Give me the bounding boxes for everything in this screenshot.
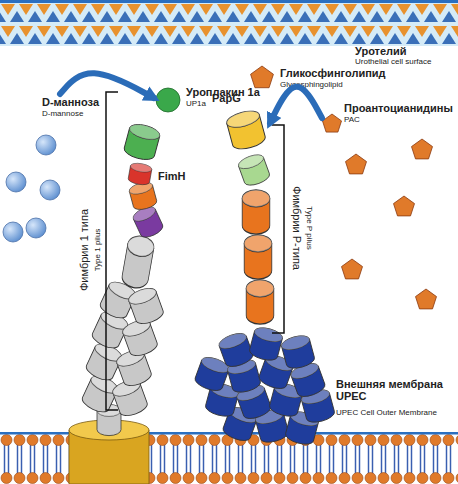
node-title: Проантоцианидины (344, 102, 453, 114)
adaptor-subunit (128, 162, 153, 186)
pilus-label: Фимбрии 1 типа (78, 209, 90, 291)
part-label: Уротелий (355, 45, 407, 57)
node-subtitle: Glycosphingolipid (280, 80, 343, 89)
mannose-molecule (26, 218, 46, 238)
node-title: PapG (212, 92, 241, 104)
blocking-arrow (60, 73, 154, 98)
pentagon-shape (251, 66, 274, 88)
pap-tip-subunit (246, 280, 274, 324)
pac-molecule (416, 289, 437, 309)
mannose-molecule (6, 172, 26, 192)
node-subtitle: UP1a (186, 99, 206, 108)
mannose-molecule (40, 180, 60, 200)
pap-rod-subunit (280, 333, 316, 371)
urothelium-pattern (0, 2, 458, 46)
node-subtitle: PAC (344, 115, 360, 124)
pilin-subunit (127, 285, 166, 327)
part-label: Urothelial cell surface (355, 57, 431, 66)
cylinder-highlight (128, 122, 162, 143)
proanthocyanidin-node: ПроантоцианидиныPAC (322, 100, 458, 136)
cylinder-highlight (225, 108, 261, 130)
part-label: UPEC Cell Outer Membrane (336, 408, 437, 417)
adaptor-subunit (128, 180, 158, 211)
bracket (272, 125, 284, 333)
bracket (106, 92, 118, 410)
node-title: FimH (158, 170, 186, 182)
pap-adaptor-subunit (237, 152, 272, 188)
pac-molecule (394, 196, 415, 216)
pilus-label: Фимбрии Р-типа (291, 186, 303, 270)
papg-adhesin: PapG (210, 92, 270, 154)
urothelium-band (0, 0, 458, 46)
pap-rod-subunit (248, 325, 284, 363)
pilin-subunit (120, 234, 155, 290)
pentagon-shape (322, 114, 341, 132)
fimh-adhesin: FimH (122, 118, 192, 182)
part-label: Внешняя мембрана UPEC (336, 378, 448, 402)
mannose-molecule (3, 222, 23, 242)
cylinder-shape (123, 122, 162, 163)
cylinder-top (128, 122, 162, 143)
cylinder-shape (225, 108, 267, 152)
pap-tip-subunit (244, 235, 272, 279)
node-title: Гликосфинголипид (280, 67, 386, 79)
urothelium-edge (0, 0, 458, 3)
node-subtitle: D-mannose (42, 109, 83, 118)
pap-tip-subunit (242, 190, 270, 234)
mannose-node: D-маннозаD-mannose (20, 94, 100, 158)
node-title: D-манноза (42, 96, 99, 108)
circle-shape (36, 135, 56, 155)
uroplakin-node: Уроплакин 1аUP1a (154, 82, 264, 114)
blocking-arrow (270, 87, 322, 123)
circle-shape (156, 88, 180, 112)
adaptor-subunit (131, 204, 165, 240)
pac-molecule (346, 154, 367, 174)
pilus-label: Type 1 pilus (93, 229, 102, 272)
cylinder-top (225, 108, 261, 130)
pac-molecule (342, 259, 363, 279)
pilus-label: Type P pilus (305, 206, 314, 249)
pac-molecule (412, 139, 433, 159)
